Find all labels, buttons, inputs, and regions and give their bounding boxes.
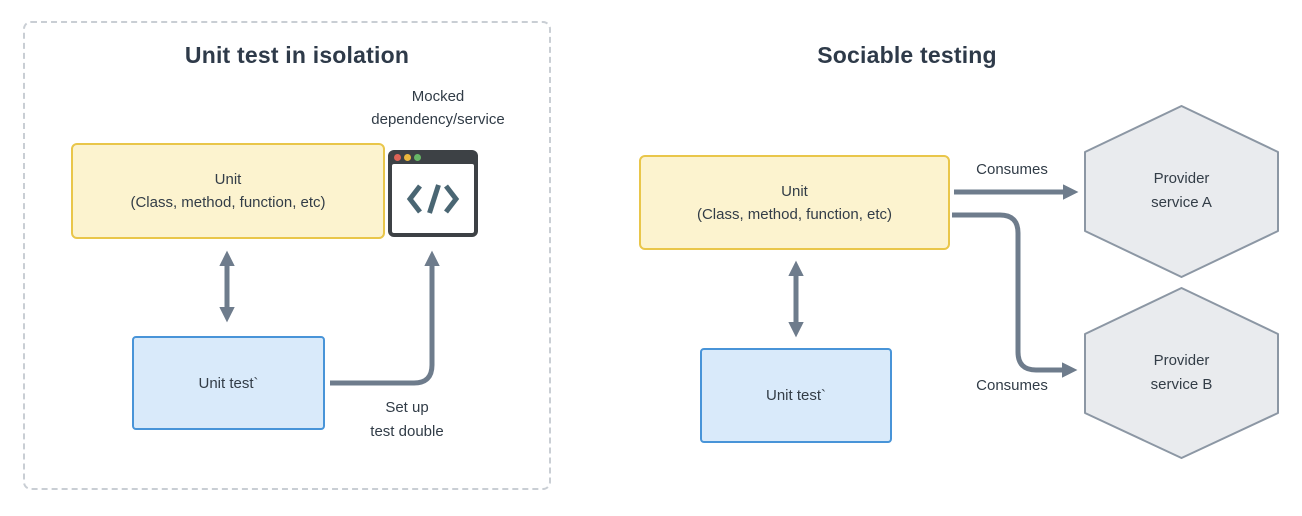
unit-test-box-right: Unit test` [700, 348, 892, 443]
browser-window-body [392, 164, 474, 233]
unit-box-left: Unit (Class, method, function, etc) [71, 143, 385, 239]
browser-code-window-icon [388, 150, 478, 237]
red-dot-icon [394, 154, 401, 161]
consumes-b-arrow [952, 212, 1078, 378]
provider-service-a-label: Provider service A [1151, 170, 1212, 211]
unit-test-box-left: Unit test` [132, 336, 325, 430]
provider-service-a-hexagon [1084, 105, 1279, 278]
setup-test-double-arrow [330, 250, 440, 386]
left-panel-title: Unit test in isolation [184, 42, 410, 68]
consumes-b-label: Consumes [976, 377, 1048, 394]
provider-service-b-label: Provider service B [1150, 352, 1213, 393]
mocked-dependency-label: Mocked dependency/service [371, 88, 505, 128]
consumes-a-label: Consumes [976, 161, 1048, 178]
green-dot-icon [414, 154, 421, 161]
isolation-boundary [23, 21, 551, 490]
provider-service-b-hexagon [1084, 287, 1279, 459]
window-traffic-dots [394, 154, 421, 161]
code-icon [406, 183, 460, 214]
setup-test-double-label: Set up test double [370, 399, 444, 440]
yellow-dot-icon [404, 154, 411, 161]
unit-box-right: Unit (Class, method, function, etc) [639, 155, 950, 250]
right-panel-title: Sociable testing [817, 42, 997, 68]
